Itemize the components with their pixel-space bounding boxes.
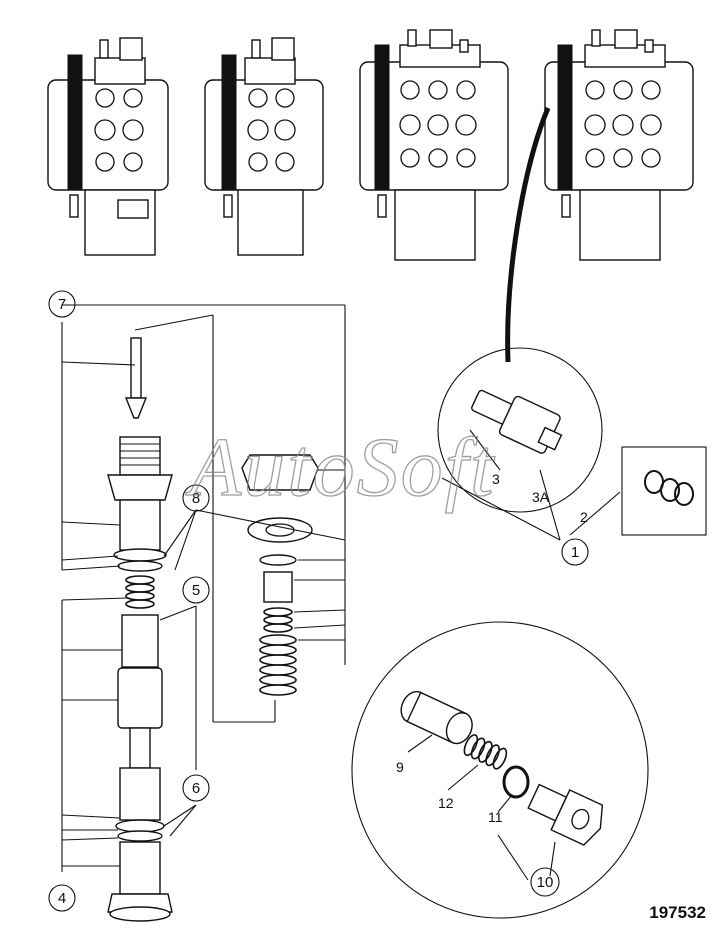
valve-block-2 [204, 37, 324, 256]
svg-text:5: 5 [192, 582, 200, 599]
figure-number: 197532 [649, 903, 706, 922]
spool-assembly [61, 304, 346, 922]
svg-text:1: 1 [571, 544, 579, 561]
callout-4: 4 [48, 884, 76, 912]
svg-text:4: 4 [58, 890, 66, 907]
callout-2: 2 [580, 509, 588, 525]
callout-1-leaders [441, 429, 621, 541]
svg-text:8: 8 [192, 490, 200, 507]
callout-7: 7 [48, 290, 76, 318]
relief-valve-detail [351, 621, 649, 919]
valve-block-4 [544, 29, 694, 261]
callout-12: 12 [438, 795, 454, 811]
o-ring-kit [621, 446, 707, 536]
svg-text:10: 10 [537, 874, 554, 891]
watermark-text: AutoSoft [185, 421, 496, 514]
solenoid-detail [437, 347, 603, 513]
valve-block-3 [359, 29, 509, 261]
callout-10: 10 [530, 867, 560, 897]
callout-3: 3 [492, 471, 500, 487]
callout-11: 11 [488, 809, 503, 825]
callout-5: 5 [182, 576, 210, 604]
valve-block-1 [47, 37, 169, 256]
callout-6: 6 [182, 774, 210, 802]
detail-leader-line [505, 107, 551, 363]
callout-9: 9 [396, 759, 404, 775]
spool-leaders [61, 361, 346, 867]
callout-3a: 3A [532, 489, 550, 505]
callout-8: 8 [182, 484, 210, 512]
svg-text:7: 7 [58, 296, 66, 313]
svg-text:6: 6 [192, 780, 200, 797]
callout-1: 1 [561, 538, 589, 566]
